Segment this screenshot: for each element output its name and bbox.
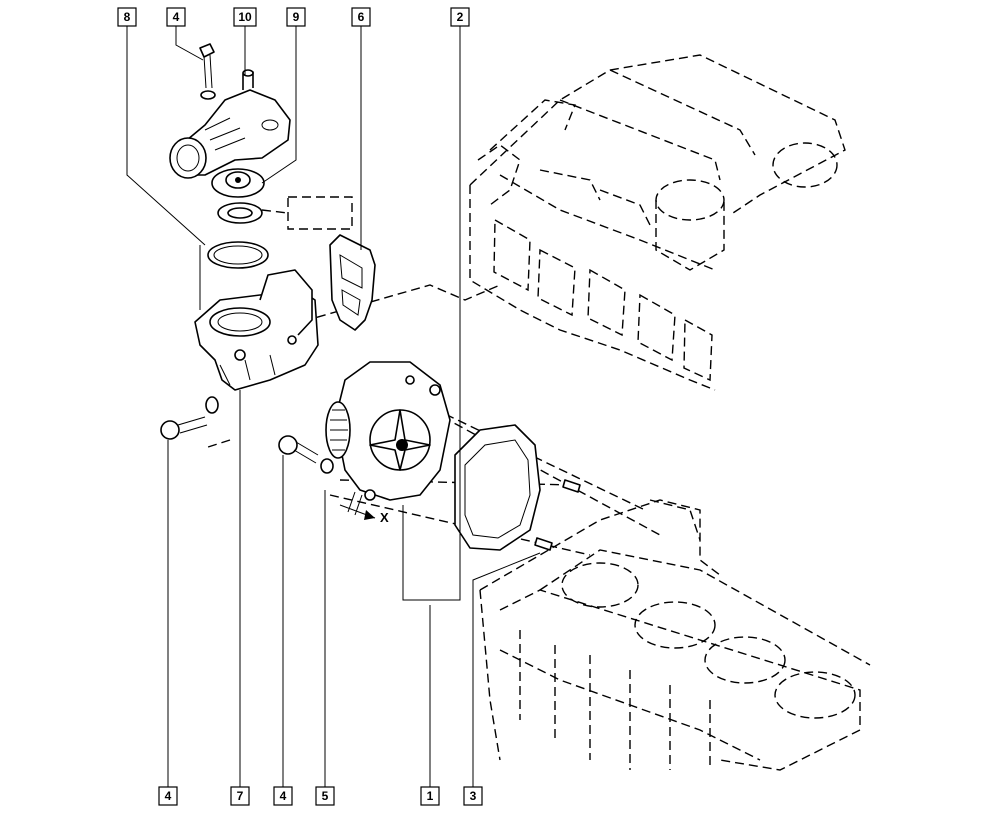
- callout-1: 1: [420, 786, 440, 806]
- bolt-center-lower: [278, 435, 334, 474]
- axis-marker: X: [339, 491, 389, 525]
- housing-gasket: [329, 234, 376, 331]
- dowel-pins: [534, 479, 581, 551]
- svg-text:9: 9: [293, 10, 300, 24]
- svg-text:4: 4: [173, 10, 180, 24]
- svg-text:3: 3: [470, 789, 477, 803]
- svg-text:2: 2: [457, 10, 464, 24]
- callout-8: 8: [117, 7, 137, 27]
- callout-3: 3: [463, 786, 483, 806]
- leader-lines: [126, 25, 541, 788]
- outlet-elbow: [169, 69, 291, 179]
- cylinder-block-outline: [479, 499, 871, 771]
- callout-2: 2: [450, 7, 470, 27]
- svg-text:4: 4: [165, 789, 172, 803]
- seal-ring: [207, 241, 269, 269]
- callout-6: 6: [351, 7, 371, 27]
- callout-9: 9: [286, 7, 306, 27]
- bolt-top: [199, 43, 216, 100]
- svg-text:5: 5: [322, 789, 329, 803]
- cylinder-head-outline: [469, 54, 846, 391]
- svg-text:4: 4: [280, 789, 287, 803]
- water-pump: [325, 361, 451, 501]
- callout-7: 7: [230, 786, 250, 806]
- pump-gasket: [454, 424, 541, 551]
- svg-text:8: 8: [124, 10, 131, 24]
- svg-text:1: 1: [427, 789, 434, 803]
- axis-label-x: X: [380, 510, 389, 525]
- callout-5: 5: [315, 786, 335, 806]
- svg-text:7: 7: [237, 789, 244, 803]
- thermostat-housing: [194, 269, 319, 391]
- thermostat: [211, 168, 265, 224]
- svg-text:10: 10: [238, 10, 252, 24]
- callout-4-bottom-center: 4: [273, 786, 293, 806]
- callout-10: 10: [233, 7, 257, 27]
- callout-4-top: 4: [166, 7, 186, 27]
- callout-4-bottom-left: 4: [158, 786, 178, 806]
- svg-text:6: 6: [358, 10, 365, 24]
- bolt-left-lower: [160, 396, 219, 440]
